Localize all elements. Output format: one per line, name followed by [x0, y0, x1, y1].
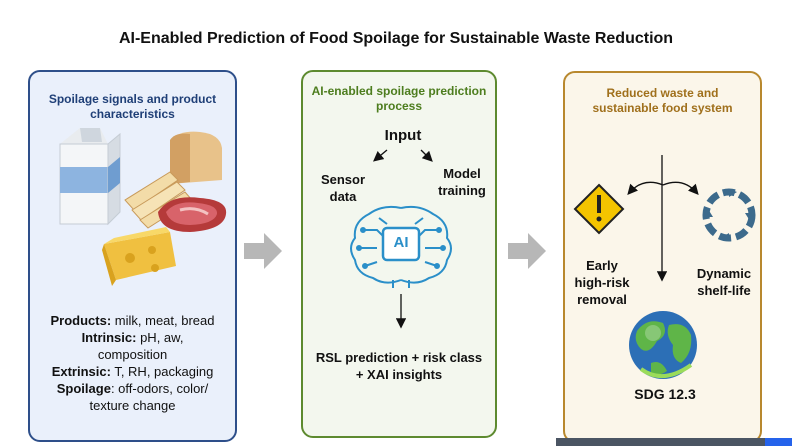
panel3-heading: Reduced waste and sustainable food syste…: [592, 86, 733, 115]
sensor-data-label: Sensor data: [320, 172, 366, 204]
ai-brain-icon: [350, 205, 452, 288]
steak-icon: [158, 197, 227, 232]
model-training-label: Model training: [438, 166, 486, 198]
food-illustrations: [59, 128, 227, 286]
panel2-heading: AI-enabled spoilage prediction process: [311, 84, 487, 113]
dynamic-shelf-life-label: Dynamic shelf-life: [696, 266, 752, 298]
fact-products: Products: milk, meat, bread: [50, 313, 215, 328]
fact-extrinsic: Extrinsic: T, RH, packaging: [51, 364, 214, 379]
warning-icon: [573, 183, 625, 235]
output-label: RSL prediction + risk class + XAI insigh…: [315, 350, 483, 382]
panel-ai-process: AI-enabled spoilage prediction process I…: [301, 70, 497, 438]
fact-spoilage-cont: texture change: [89, 398, 176, 413]
panel-reduced-waste: Reduced waste and sustainable food syste…: [563, 71, 762, 443]
arrow-to-sensor: [373, 149, 388, 162]
right-arrow-icon: [508, 233, 546, 269]
globe-icon: [629, 311, 697, 379]
cheese-icon: [102, 227, 176, 286]
cycle-icon: [702, 188, 756, 242]
sdg-label: SDG 12.3: [634, 386, 696, 402]
arrow-to-warning: [627, 181, 664, 195]
bottom-bar-accent: [765, 438, 792, 446]
panel-spoilage-signals: Spoilage signals and product characteris…: [28, 70, 237, 442]
fact-intrinsic-cont: composition: [97, 347, 168, 362]
early-removal-label: Early high-risk removal: [574, 258, 630, 307]
outcome-graphics: [573, 155, 756, 379]
fact-spoilage: Spoilage: off-odors, color/: [56, 381, 209, 396]
page-title: AI-Enabled Prediction of Food Spoilage f…: [118, 30, 674, 47]
process-arrows: [350, 149, 452, 329]
fact-intrinsic: Intrinsic: pH, aw,: [81, 330, 184, 345]
input-label: Input: [384, 127, 422, 144]
panel1-heading: Spoilage signals and product characteris…: [48, 92, 217, 121]
bottom-bar: [556, 438, 792, 446]
ai-chip-label: AI: [393, 234, 409, 251]
milk-carton-icon: [59, 128, 121, 226]
arrow-to-cycle: [662, 181, 699, 195]
right-arrow-icon: [244, 233, 282, 269]
arrow-to-model: [420, 149, 433, 162]
product-facts: Products: milk, meat, bread Intrinsic: p…: [34, 312, 231, 414]
